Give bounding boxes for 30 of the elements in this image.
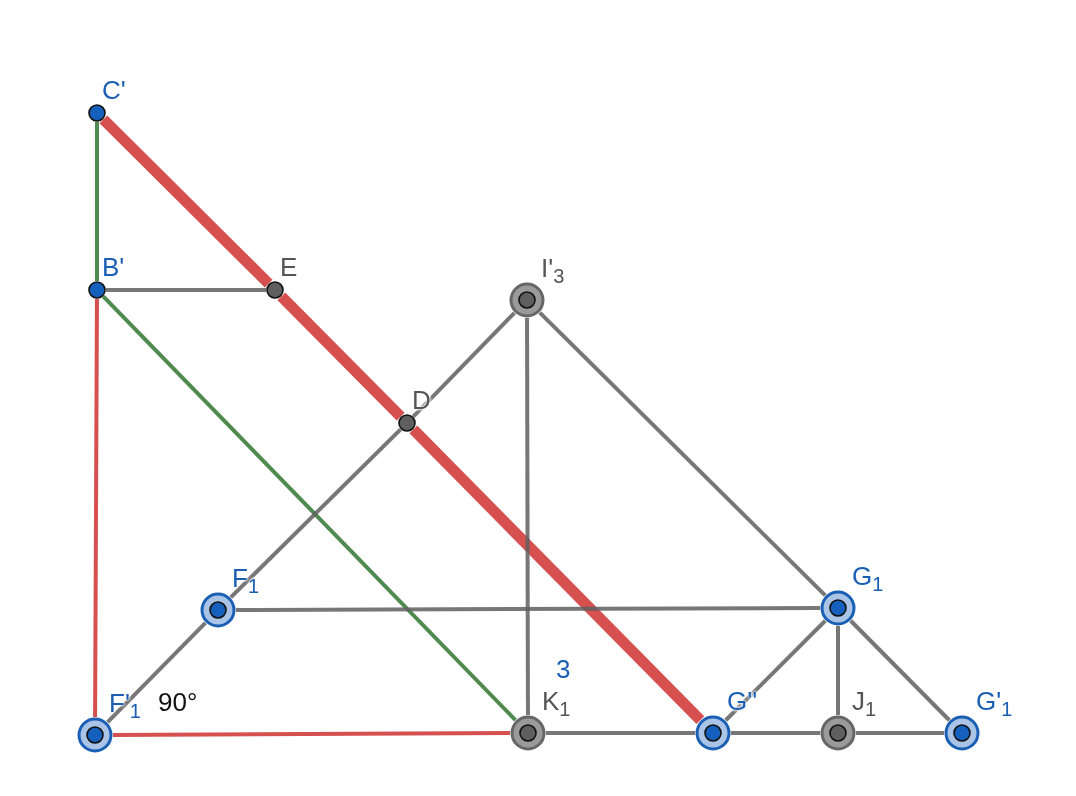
line-segment bbox=[113, 731, 510, 737]
point-label: 3 bbox=[556, 655, 571, 683]
line-segment bbox=[99, 115, 273, 288]
line-segment bbox=[93, 299, 99, 717]
line-segment bbox=[538, 311, 827, 597]
point-label: B' bbox=[102, 253, 125, 281]
line-segment bbox=[277, 292, 405, 421]
angle-label: 90° bbox=[158, 688, 198, 716]
line-segment bbox=[731, 731, 820, 735]
line-segment bbox=[229, 427, 402, 599]
point-label: C' bbox=[102, 76, 126, 104]
line-segment bbox=[106, 621, 207, 724]
line-segment bbox=[236, 606, 820, 612]
line-segment bbox=[409, 425, 705, 725]
line-segment bbox=[411, 311, 516, 418]
line-segment bbox=[101, 295, 517, 722]
point-label: K$_{1}$ bbox=[542, 687, 571, 722]
line-segment bbox=[856, 731, 944, 735]
line-segment bbox=[849, 619, 951, 722]
line-segment bbox=[106, 288, 266, 292]
point-label: F$_{1}$ bbox=[232, 564, 259, 599]
line-segment bbox=[525, 318, 530, 715]
point-label: G'$_{1}$ bbox=[976, 687, 1013, 722]
point-label: E bbox=[280, 253, 298, 281]
line-segment bbox=[546, 731, 695, 735]
point-label: G$_{1}$ bbox=[852, 562, 884, 597]
point-label: J$_{1}$ bbox=[852, 687, 877, 722]
line-segment bbox=[95, 122, 99, 281]
point-label: I'$_{3}$ bbox=[541, 254, 565, 289]
line-segment bbox=[836, 626, 840, 715]
